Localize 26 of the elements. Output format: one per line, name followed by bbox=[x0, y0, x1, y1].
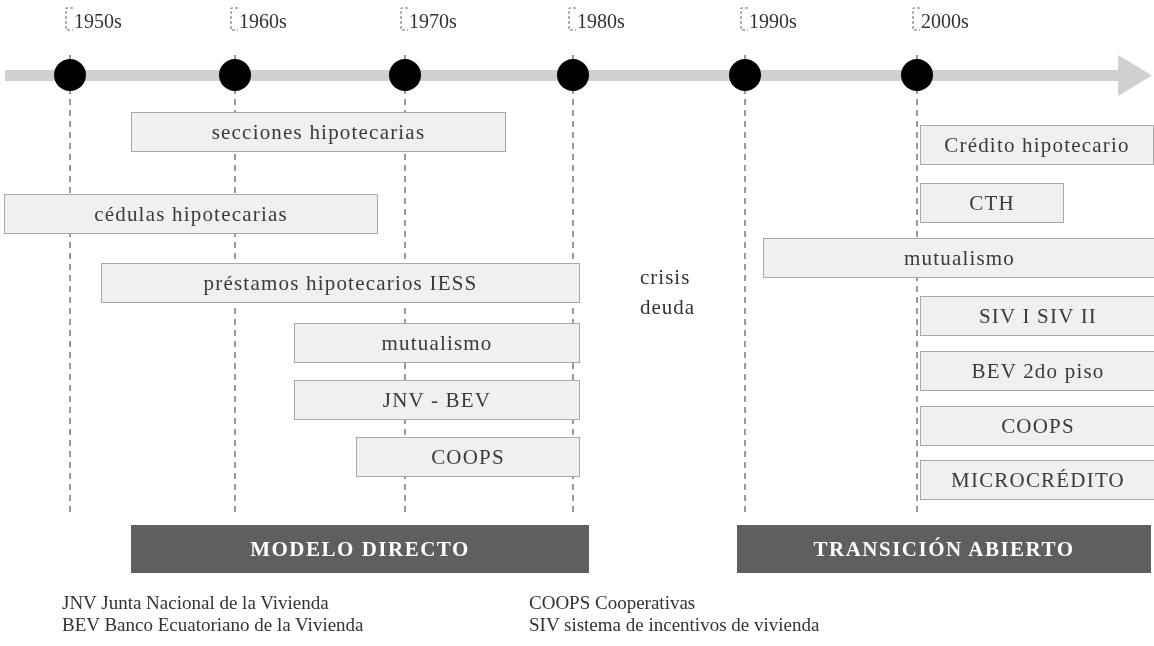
abbreviation-note: JNV Junta Nacional de la Vivienda bbox=[62, 592, 329, 614]
decade-label: 1950s bbox=[74, 10, 122, 33]
abbreviation-note: BEV Banco Ecuatoriano de la Vivienda bbox=[62, 614, 364, 636]
timeline-bar: COOPS bbox=[356, 437, 580, 477]
timeline-bar: SIV I SIV II bbox=[920, 296, 1154, 336]
decade-label: 1990s bbox=[749, 10, 797, 33]
timeline-bar: mutualismo bbox=[294, 323, 580, 363]
timeline-bar: COOPS bbox=[920, 406, 1154, 446]
timeline-bar: BEV 2do piso bbox=[920, 351, 1154, 391]
decade-label: 1980s bbox=[577, 10, 625, 33]
decade-label: 1960s bbox=[239, 10, 287, 33]
abbreviation-note: SIV sistema de incentivos de vivienda bbox=[529, 614, 820, 636]
period-band: MODELO DIRECTO bbox=[131, 525, 589, 573]
timeline-bar: cédulas hipotecarias bbox=[4, 194, 378, 234]
abbreviation-note: COOPS Cooperativas bbox=[529, 592, 696, 614]
timeline-bar: JNV - BEV bbox=[294, 380, 580, 420]
decade-label: 2000s bbox=[921, 10, 969, 33]
period-band: TRANSICIÓN ABIERTO bbox=[737, 525, 1151, 573]
timeline-bar: CTH bbox=[920, 183, 1064, 223]
timeline-bar: mutualismo bbox=[763, 238, 1154, 278]
timeline-bar: MICROCRÉDITO bbox=[920, 460, 1154, 500]
timeline-bar: secciones hipotecarias bbox=[131, 112, 506, 152]
timeline-bar: préstamos hipotecarios IESS bbox=[101, 263, 580, 303]
timeline-bar: Crédito hipotecario bbox=[920, 125, 1154, 165]
note-text: crisis deuda bbox=[640, 264, 697, 321]
decade-label: 1970s bbox=[409, 10, 457, 33]
